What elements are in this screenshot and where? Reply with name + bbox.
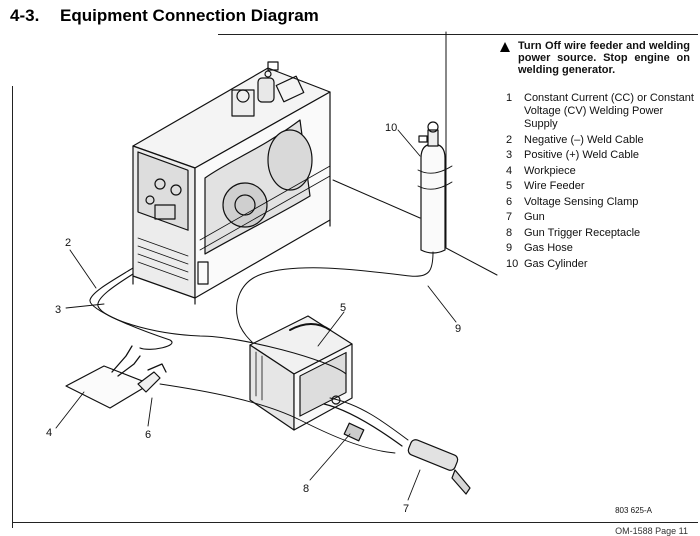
callout-9: 9 — [455, 323, 461, 335]
gas-cylinder — [417, 121, 453, 254]
voltage-sensing-clamp — [137, 363, 167, 393]
weld-cables — [89, 267, 396, 454]
page-footer: OM-1588 Page 11 — [615, 526, 688, 536]
figure-reference: 803 625-A — [615, 506, 652, 515]
section-number: 4-3. — [10, 6, 40, 25]
section-heading: Equipment Connection Diagram — [60, 6, 319, 25]
welding-generator — [132, 61, 331, 305]
callout-8: 8 — [303, 483, 309, 495]
callout-3: 3 — [55, 304, 61, 316]
callout-2: 2 — [65, 237, 71, 249]
wall-lines — [332, 31, 498, 276]
workpiece — [65, 365, 151, 409]
callout-10: 10 — [385, 122, 397, 134]
callout-5: 5 — [340, 302, 346, 314]
frame-top-line — [218, 34, 698, 35]
frame-bottom-line — [12, 522, 698, 523]
frame-left-line — [12, 86, 13, 528]
warning-text: Turn Off wire feeder and welding power s… — [518, 40, 690, 76]
warning-box: Turn Off wire feeder and welding power s… — [500, 40, 690, 76]
callout-6: 6 — [145, 429, 151, 441]
gas-hose — [236, 251, 434, 343]
work-clamp — [111, 345, 141, 377]
gun — [323, 397, 471, 495]
leader-lines — [55, 129, 457, 501]
wire-feeder — [249, 315, 353, 431]
warning-triangle-icon — [500, 42, 510, 52]
section-title: 4-3. Equipment Connection Diagram — [10, 6, 319, 26]
callout-7: 7 — [403, 503, 409, 515]
callout-4: 4 — [46, 427, 52, 439]
